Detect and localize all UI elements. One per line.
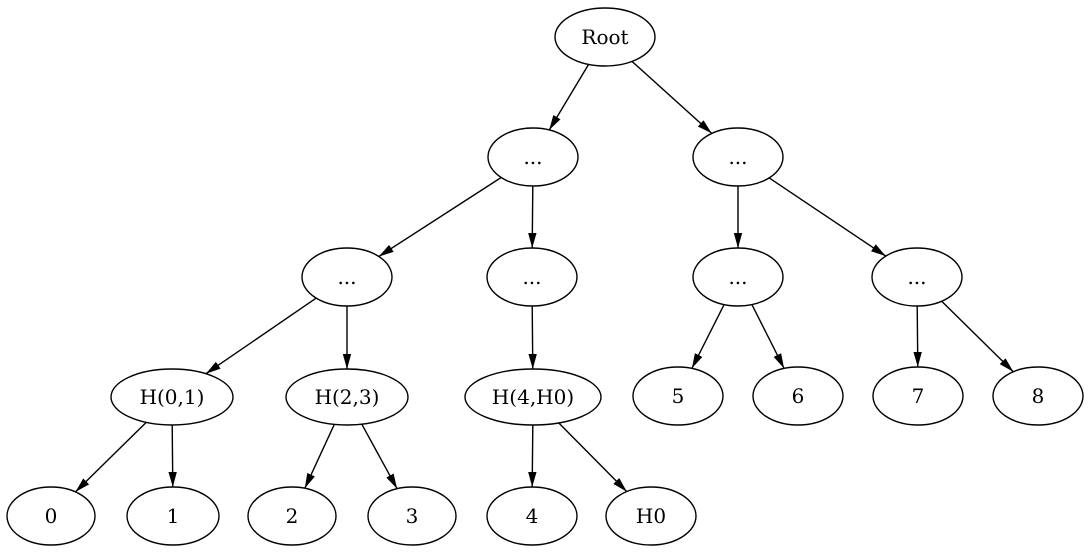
node-ellipse-n4 [486, 486, 578, 546]
node-ellipse-n0 [6, 486, 96, 546]
edge-h4h0-n4 [528, 424, 537, 488]
node-label-l2b: ... [522, 265, 541, 289]
edge-l2a-h01 [205, 297, 317, 375]
edge-h01-n0 [75, 421, 147, 493]
edge-h23-n2 [304, 424, 335, 489]
node-ellipse-l1 [487, 127, 579, 187]
tree-node-n6: 6 [752, 366, 844, 426]
tree-node-l2a: ... [301, 247, 393, 307]
node-ellipse-r2b [871, 247, 963, 307]
node-label-n8: 8 [1032, 384, 1045, 408]
node-ellipse-h4h0 [464, 368, 602, 426]
tree-node-r1: ... [692, 127, 784, 187]
edges-layer [75, 60, 1014, 493]
node-ellipse-l2b [486, 247, 578, 307]
tree-node-n8: 8 [992, 366, 1084, 426]
edge-r2a-n5 [691, 304, 725, 369]
node-label-n1: 1 [167, 504, 180, 528]
node-label-n5: 5 [672, 384, 685, 408]
node-ellipse-r2a [692, 247, 784, 307]
node-label-n0: 0 [45, 504, 58, 528]
node-ellipse-root [554, 7, 656, 67]
node-label-l1: ... [523, 145, 542, 169]
node-label-r2a: ... [728, 265, 747, 289]
node-label-l2a: ... [337, 265, 356, 289]
tree-node-n5: 5 [632, 366, 724, 426]
edge-h4h0-h0 [558, 422, 628, 493]
tree-node-h4h0: H(4,H0) [464, 368, 602, 426]
tree-node-l2b: ... [486, 247, 578, 307]
tree-node-root: Root [554, 7, 656, 67]
edge-l2b-h4h0 [528, 305, 537, 370]
tree-node-n1: 1 [126, 486, 220, 546]
edge-r2b-n7 [913, 305, 922, 368]
tree-node-h23: H(2,3) [285, 368, 409, 426]
edge-l1-l2a [378, 176, 502, 258]
node-ellipse-n8 [992, 366, 1084, 426]
tree-node-n7: 7 [872, 366, 964, 426]
edge-h01-n1 [168, 424, 177, 488]
tree-node-n2: 2 [247, 486, 337, 546]
node-ellipse-n1 [126, 486, 220, 546]
node-label-root: Root [581, 25, 628, 49]
tree-node-r2b: ... [871, 247, 963, 307]
tree-node-n0: 0 [6, 486, 96, 546]
node-ellipse-n7 [872, 366, 964, 426]
node-label-r2b: ... [907, 265, 926, 289]
node-label-h0: H0 [636, 504, 666, 528]
tree-node-n4: 4 [486, 486, 578, 546]
node-ellipse-n2 [247, 486, 337, 546]
node-label-n3: 3 [406, 504, 419, 528]
tree-node-l1: ... [487, 127, 579, 187]
edge-l1-l2b [528, 185, 537, 249]
node-ellipse-n6 [752, 366, 844, 426]
node-ellipse-h23 [285, 368, 409, 426]
node-ellipse-n5 [632, 366, 724, 426]
node-label-r1: ... [728, 145, 747, 169]
edge-r1-r2b [768, 177, 887, 257]
edge-r2a-n6 [751, 304, 785, 369]
edge-h23-n3 [361, 423, 398, 490]
node-label-h23: H(2,3) [315, 385, 380, 409]
node-label-n2: 2 [286, 504, 299, 528]
node-ellipse-h01 [110, 368, 234, 426]
node-label-h4h0: H(4,H0) [492, 385, 574, 409]
node-label-h01: H(0,1) [140, 385, 205, 409]
edge-root-r1 [631, 60, 713, 134]
node-ellipse-n3 [367, 486, 457, 546]
node-ellipse-l2a [301, 247, 393, 307]
node-label-n6: 6 [792, 384, 805, 408]
tree-node-r2a: ... [692, 247, 784, 307]
node-ellipse-r1 [692, 127, 784, 187]
node-label-n7: 7 [912, 384, 925, 408]
tree-node-h01: H(0,1) [110, 368, 234, 426]
edge-r2b-n8 [941, 300, 1014, 373]
nodes-layer: Root.................. H(0,1) H(2,3) H(4,H0… [6, 7, 1084, 546]
tree-node-h0: H0 [605, 486, 697, 546]
node-ellipse-h0 [605, 486, 697, 546]
edge-root-l1 [548, 64, 590, 131]
tree-node-n3: 3 [367, 486, 457, 546]
node-label-n4: 4 [526, 504, 539, 528]
